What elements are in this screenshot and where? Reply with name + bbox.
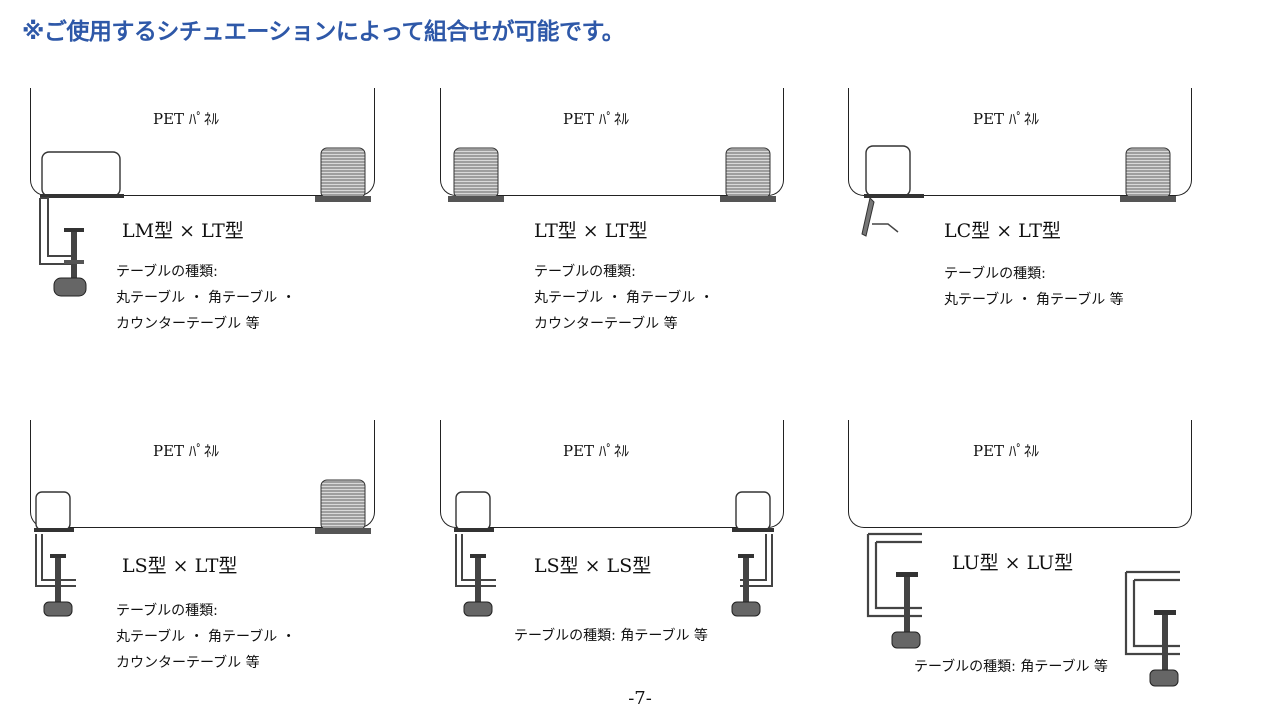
pet-panel-label: PET ﾊﾟﾈﾙ [973, 110, 1039, 128]
pet-panel [440, 420, 784, 528]
table-types-line: カウンターテーブル 等 [534, 316, 678, 332]
table-types: テーブルの種類: 角テーブル 等 [514, 623, 708, 649]
lt-clamp-icon [315, 147, 371, 202]
table-types-line: テーブルの種類: [534, 264, 636, 280]
lt-clamp-icon [448, 147, 504, 202]
pet-panel [848, 420, 1192, 528]
pet-panel-label: PET ﾊﾟﾈﾙ [153, 442, 219, 460]
table-types-line: テーブルの種類: [116, 264, 218, 280]
combo-card-lt-lt: PET ﾊﾟﾈﾙ LT型 × LT型 テーブルの種類: 丸テーブル ・ 角テーブ… [440, 88, 820, 378]
combo-card-ls-ls: PET ﾊﾟﾈﾙ LS型 × LS型 テーブルの種類: 角テーブル 等 [440, 420, 820, 710]
table-types: テーブルの種類: 丸テーブル ・ 角テーブル 等 [944, 261, 1124, 313]
lu-clamp-icon [866, 532, 922, 649]
table-types: テーブルの種類: 角テーブル 等 [914, 654, 1108, 680]
lm-clamp-knob-icon [53, 277, 87, 297]
table-types-line: テーブルの種類: [944, 266, 1046, 282]
pet-panel-label: PET ﾊﾟﾈﾙ [563, 110, 629, 128]
table-types-line: 丸テーブル ・ 角テーブル 等 [944, 292, 1124, 308]
combo-card-lc-lt: PET ﾊﾟﾈﾙ LC型 × LT型 テーブルの種類: 丸テーブル ・ 角テーブ… [848, 88, 1228, 378]
table-types: テーブルの種類: 丸テーブル ・ 角テーブル ・ カウンターテーブル 等 [534, 259, 714, 337]
table-types-line: テーブルの種類: 角テーブル 等 [914, 659, 1108, 675]
page-heading: ※ご使用するシチュエーションによって組合せが可能です。 [22, 19, 625, 45]
combo-title: LS型 × LS型 [534, 555, 652, 577]
table-types-line: カウンターテーブル 等 [116, 316, 260, 332]
combo-card-ls-lt: PET ﾊﾟﾈﾙ LS型 × LT型 テーブルの種類: 丸テーブル ・ 角テーブ… [30, 420, 410, 710]
combo-title: LC型 × LT型 [944, 220, 1061, 242]
combo-title: LT型 × LT型 [534, 220, 648, 242]
table-types-line: カウンターテーブル 等 [116, 655, 260, 671]
pet-panel-label: PET ﾊﾟﾈﾙ [973, 442, 1039, 460]
combo-title: LM型 × LT型 [122, 220, 244, 242]
lu-clamp-icon [1124, 570, 1180, 687]
table-types: テーブルの種類: 丸テーブル ・ 角テーブル ・ カウンターテーブル 等 [116, 598, 296, 676]
lt-clamp-icon [1120, 147, 1176, 202]
combo-card-lm-lt: PET ﾊﾟﾈﾙ LM型 × LT型 テーブルの種類: 丸テーブル ・ 角テーブ… [30, 88, 410, 378]
lc-clamp-icon [861, 145, 924, 237]
lt-clamp-icon [315, 479, 371, 534]
combo-title: LU型 × LU型 [952, 552, 1074, 574]
lt-clamp-icon [720, 147, 776, 202]
pet-panel [440, 88, 784, 196]
pet-panel-label: PET ﾊﾟﾈﾙ [563, 442, 629, 460]
ls-clamp-icon [34, 491, 76, 617]
table-types-line: 丸テーブル ・ 角テーブル ・ [116, 629, 296, 645]
page-number: -7- [628, 688, 652, 709]
table-types-line: テーブルの種類: [116, 603, 218, 619]
ls-clamp-icon [454, 491, 496, 617]
pet-panel-label: PET ﾊﾟﾈﾙ [153, 110, 219, 128]
ls-clamp-icon [731, 491, 774, 617]
table-types-line: 丸テーブル ・ 角テーブル ・ [534, 290, 714, 306]
pet-panel [30, 420, 375, 528]
table-types: テーブルの種類: 丸テーブル ・ 角テーブル ・ カウンターテーブル 等 [116, 259, 296, 337]
pet-panel [848, 88, 1192, 196]
lm-clamp-icon [39, 151, 124, 280]
pet-panel [30, 88, 375, 196]
table-types-line: テーブルの種類: 角テーブル 等 [514, 628, 708, 644]
combo-card-lu-lu: PET ﾊﾟﾈﾙ LU型 × LU型 テーブルの種類: 角テーブル 等 [848, 420, 1228, 710]
table-types-line: 丸テーブル ・ 角テーブル ・ [116, 290, 296, 306]
combo-title: LS型 × LT型 [122, 555, 238, 577]
